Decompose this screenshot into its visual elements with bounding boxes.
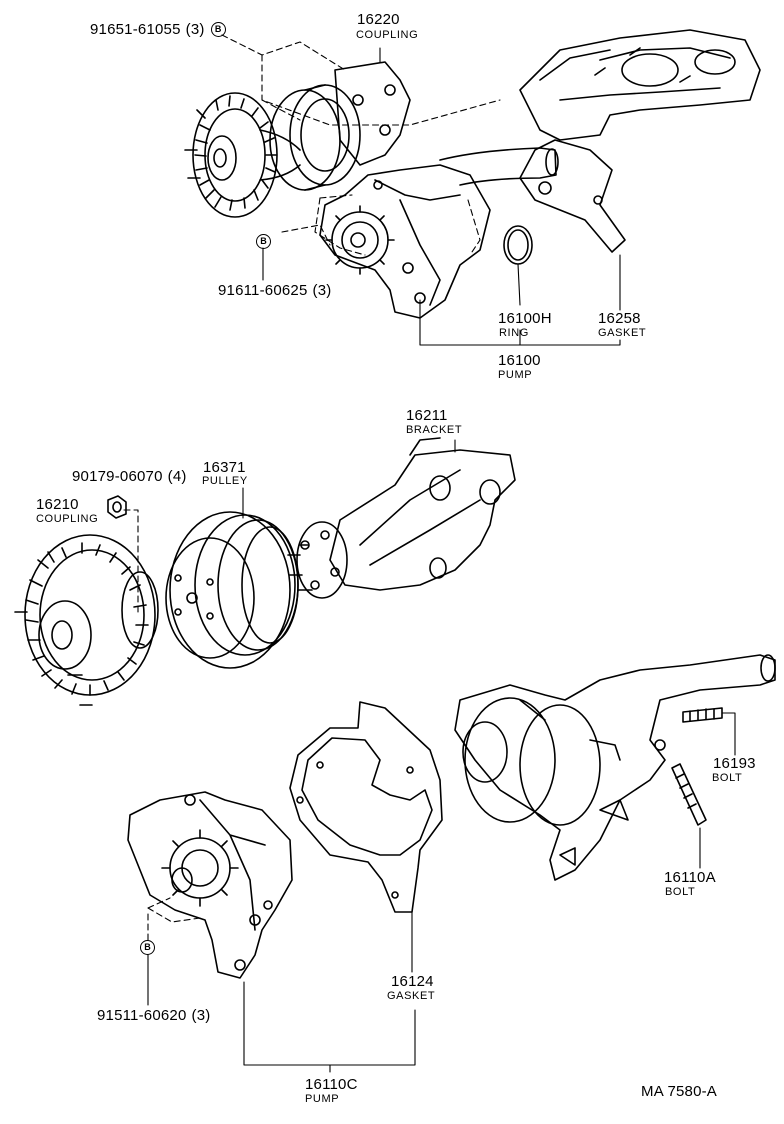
top-solid-leaders xyxy=(263,48,620,345)
coupling-16210-shape xyxy=(25,535,158,695)
pump-16100-body xyxy=(320,165,490,318)
bottom-dashed-leaders xyxy=(148,898,200,940)
part-number-16193: 16193 xyxy=(713,755,756,772)
part-number-91511-60620: 91511-60620 xyxy=(97,1007,187,1024)
part-name-16110c: PUMP xyxy=(305,1093,340,1105)
upper-studs xyxy=(185,150,200,178)
part-number-16100h: 16100H xyxy=(498,310,552,327)
part-name-16193: BOLT xyxy=(712,772,743,784)
quantity-91611-60625: (3) xyxy=(312,282,332,299)
top-dashed-leaders xyxy=(222,35,500,255)
part-name-16210: COUPLING xyxy=(36,513,99,525)
engine-block-outline xyxy=(520,30,760,140)
part-number-16110a: 16110A xyxy=(664,869,716,886)
nut-dashed-leader xyxy=(124,510,138,612)
callout-91611-60625: 91611-60625 (3) xyxy=(218,283,331,298)
reference-mark-b: B xyxy=(140,940,155,955)
gasket-16258-shape xyxy=(520,140,625,252)
part-number-16211: 16211 xyxy=(406,407,448,424)
quantity-91511-60620: (3) xyxy=(191,1007,211,1024)
callout-91651-61055: 91651-61055 (3) B xyxy=(90,22,226,37)
part-name-16124: GASKET xyxy=(387,990,436,1002)
pump-16110c-body xyxy=(128,792,292,978)
part-number-90179-06070: 90179-06070 xyxy=(72,468,163,485)
diagram-code: MA 7580-A xyxy=(641,1083,718,1100)
part-number-91651-61055: 91651-61055 xyxy=(90,21,181,38)
bolt-16110a-shape xyxy=(672,764,706,825)
part-number-16124: 16124 xyxy=(391,973,434,990)
pump-16100-impeller xyxy=(326,206,394,274)
callout-91511-60620: 91511-60620 (3) xyxy=(97,1008,210,1023)
part-name-16110a: BOLT xyxy=(665,886,696,898)
reference-mark-b: B xyxy=(256,234,271,249)
pump-housing-16110c-area xyxy=(455,655,775,880)
part-number-16371: 16371 xyxy=(203,459,246,476)
part-number-16258: 16258 xyxy=(598,310,641,327)
coupling-16220-body xyxy=(270,62,410,190)
bracket-studs xyxy=(288,545,312,590)
reference-mark-b: B xyxy=(210,22,226,37)
coupling-studs xyxy=(15,612,92,705)
part-name-16258: GASKET xyxy=(598,327,647,339)
fan-clutch-upper xyxy=(193,93,300,217)
bracket-16211-shape xyxy=(297,438,515,598)
callout-90179-06070: 90179-06070 (4) xyxy=(72,469,187,484)
part-number-16210: 16210 xyxy=(36,496,79,513)
nut-90179-06070-shape xyxy=(108,496,126,518)
part-number-16100: 16100 xyxy=(498,352,541,369)
pulley-16371-shape xyxy=(166,512,298,668)
part-number-16220: 16220 xyxy=(357,11,400,28)
gasket-16124-shape xyxy=(290,702,442,912)
quantity-91651-61055: (3) xyxy=(185,21,205,38)
part-name-16220: COUPLING xyxy=(356,29,419,41)
pump-inlet-pipe xyxy=(440,148,558,185)
part-name-16100h: RING xyxy=(499,327,529,339)
part-number-91611-60625: 91611-60625 xyxy=(218,282,308,299)
part-number-16110c: 16110C xyxy=(305,1076,358,1093)
lower-solid-leaders xyxy=(148,440,735,1072)
ring-inner xyxy=(508,230,528,260)
part-name-16211: BRACKET xyxy=(406,424,463,436)
part-name-16100: PUMP xyxy=(498,369,533,381)
quantity-90179-06070: (4) xyxy=(167,468,187,485)
part-name-16371: PULLEY xyxy=(202,475,248,487)
bolt-16193-shape xyxy=(683,708,722,722)
